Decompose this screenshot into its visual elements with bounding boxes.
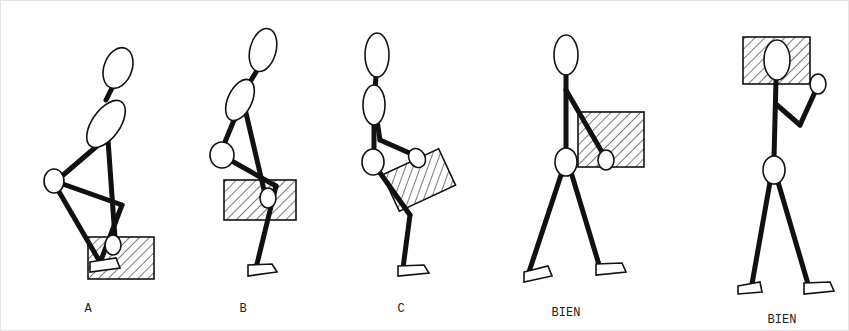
- load-box: [743, 37, 810, 84]
- figure-b: [210, 25, 296, 276]
- load-box: [224, 180, 296, 220]
- figure-good-overhead: [738, 37, 834, 294]
- figure-label: A: [84, 302, 91, 316]
- figure-good-carry: [524, 35, 644, 282]
- figure-label: C: [397, 302, 404, 316]
- figure-label: B: [239, 302, 246, 316]
- figure-c: [362, 33, 456, 276]
- figure-a: [44, 43, 154, 279]
- figure-label: BIEN: [768, 313, 797, 327]
- figure-label: BIEN: [552, 306, 581, 320]
